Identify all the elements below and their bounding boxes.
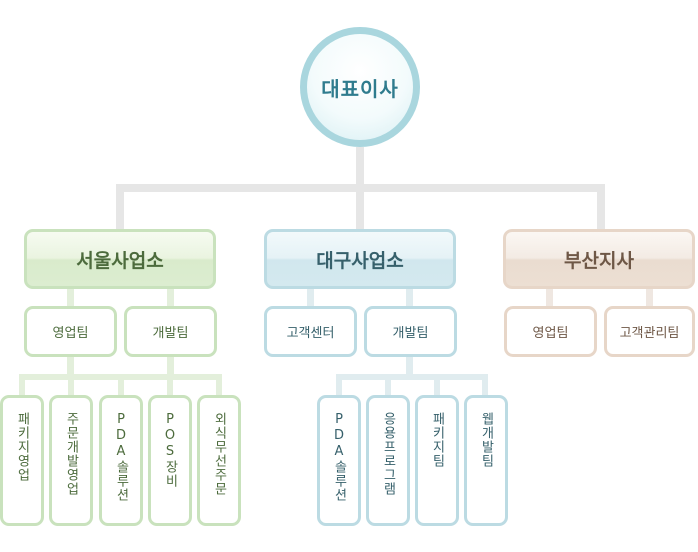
connector-busan-drop (597, 184, 605, 229)
unit-label: PDA솔루션 (113, 412, 129, 502)
team-busan-cs-label: 고객관리팀 (619, 326, 680, 341)
unit-seoul-pda-solution: PDA솔루션 (99, 395, 143, 526)
connector-daegu-leaf-bar (336, 374, 488, 380)
unit-label: 주문개발영업 (63, 412, 79, 496)
team-seoul-sales-label: 영업팀 (52, 326, 89, 341)
office-daegu: 대구사업소 (264, 229, 456, 289)
team-seoul-sales: 영업팀 (24, 306, 117, 357)
connector-daegu-drop (356, 184, 364, 229)
team-daegu-support: 고객센터 (264, 306, 357, 357)
unit-label: POS장비 (162, 412, 178, 488)
connector-daegu-team2-down (406, 357, 413, 374)
connector-daegu-leaf-1 (336, 374, 342, 395)
team-daegu-dev-label: 개발팀 (392, 326, 429, 341)
connector-daegu-team1 (307, 289, 314, 306)
unit-daegu-pda-solution: PDA솔루션 (317, 395, 361, 526)
connector-daegu-leaf-3 (434, 374, 440, 395)
unit-label: PDA솔루션 (331, 412, 347, 502)
unit-label: 패키지팀 (429, 412, 445, 468)
team-seoul-dev: 개발팀 (124, 306, 217, 357)
connector-busan-team1 (546, 289, 553, 306)
connector-seoul-team2 (167, 289, 174, 306)
connector-daegu-team2 (406, 289, 413, 306)
team-busan-cs: 고객관리팀 (604, 306, 695, 357)
unit-label: 웹개발팀 (478, 412, 494, 468)
unit-daegu-application: 응용프로그램 (366, 395, 410, 526)
team-busan-sales: 영업팀 (504, 306, 597, 357)
connector-seoul-team1 (67, 289, 74, 306)
unit-daegu-web-dev-team: 웹개발팀 (464, 395, 508, 526)
ceo-label: 대표이사 (307, 34, 413, 140)
unit-seoul-pos-equipment: POS장비 (148, 395, 192, 526)
team-busan-sales-label: 영업팀 (532, 326, 569, 341)
connector-ceo-down (356, 147, 364, 189)
team-seoul-dev-label: 개발팀 (152, 326, 189, 341)
team-daegu-dev: 개발팀 (364, 306, 457, 357)
office-busan: 부산지사 (503, 229, 695, 289)
office-busan-label: 부산지사 (564, 249, 634, 272)
team-daegu-support-label: 고객센터 (286, 326, 335, 341)
unit-label: 외식무선주문 (211, 412, 227, 496)
office-seoul: 서울사업소 (24, 229, 216, 289)
connector-seoul-teams-down-2 (167, 357, 174, 374)
connector-seoul-leaf-4 (167, 374, 173, 395)
connector-seoul-teams-down-1 (67, 357, 74, 374)
connector-seoul-drop (116, 184, 124, 229)
ceo-node: 대표이사 (300, 27, 420, 147)
unit-seoul-custom-dev-sales: 주문개발영업 (49, 395, 93, 526)
office-daegu-label: 대구사업소 (316, 249, 404, 272)
unit-label: 패키지영업 (14, 412, 30, 482)
connector-seoul-leaf-5 (216, 374, 222, 395)
unit-label: 응용프로그램 (380, 412, 396, 496)
unit-daegu-package-team: 패키지팀 (415, 395, 459, 526)
connector-seoul-leaf-1 (19, 374, 25, 395)
unit-seoul-package-sales: 패키지영업 (0, 395, 44, 526)
connector-seoul-leaf-3 (118, 374, 124, 395)
connector-seoul-leaf-2 (68, 374, 74, 395)
unit-seoul-wireless-order: 외식무선주문 (197, 395, 241, 526)
connector-daegu-leaf-2 (385, 374, 391, 395)
office-seoul-label: 서울사업소 (76, 249, 164, 272)
connector-busan-team2 (646, 289, 653, 306)
connector-daegu-leaf-4 (482, 374, 488, 395)
